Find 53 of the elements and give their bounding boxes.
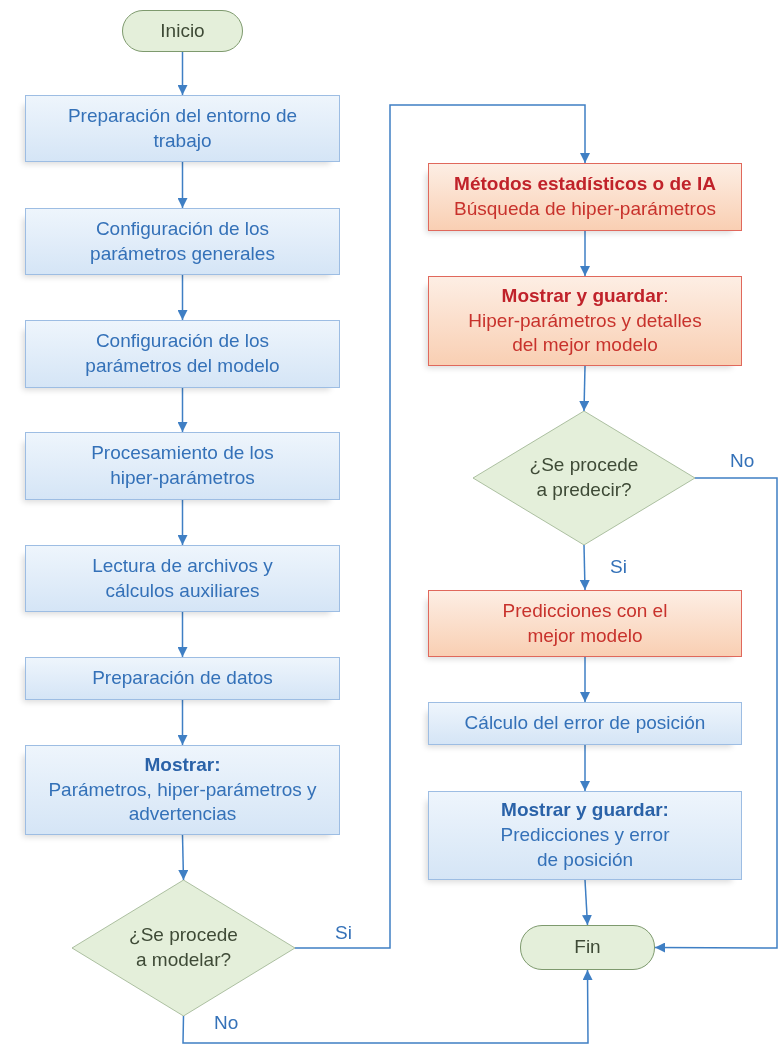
arrow [177,161,188,209]
arrow [177,387,188,433]
box-text: ¿Se procede a predecir? [528,453,640,502]
arrow [178,834,189,881]
arrow [580,230,590,277]
box-text: Lectura de archivos y cálculos auxiliares [91,553,274,603]
process-box [25,657,340,700]
box-text: Procesamiento de los hiper-parámetros [90,441,275,490]
box-text: Parámetros, hiper-parámetros y advertencias [47,777,318,827]
arrow [581,879,592,926]
box-heading: Métodos estadísticos o de IA [454,172,716,197]
arrow [580,656,590,703]
box-text: Preparación del entorno de trabajo [66,103,299,153]
arrow [579,544,590,591]
process-box [428,791,742,880]
box-text: ¿Se procede a modelar? [128,923,239,972]
process-box [428,590,742,657]
box-text: Preparación de datos [92,666,273,691]
arrow [182,969,593,1044]
arrow [177,699,188,746]
arrow [654,477,778,953]
arrow [294,104,590,949]
box-heading: Mostrar y guardar: [501,798,669,823]
arrow [580,744,590,792]
terminal-pill [122,10,243,52]
process-box [428,702,742,745]
box-text: Configuración de los parámetros generales [89,216,276,266]
box-text: Cálculo del error de posición [464,711,706,736]
process-box [428,163,742,231]
box-text: Configuración de los parámetros del modelo [84,329,281,378]
process-box [25,432,340,500]
terminal-pill [520,925,655,970]
box-text: Predicciones y error de posición [500,823,670,872]
decision-diamond [473,411,695,545]
arrow [579,365,590,412]
arrow [177,274,188,321]
box-text: Predicciones con el mejor modelo [501,598,669,648]
process-box [25,208,340,275]
process-box [428,276,742,366]
process-box [25,545,340,612]
process-box [25,320,340,388]
arrow [177,611,188,658]
box-text: Mostrar y guardar: [501,283,669,308]
box-text: Búsqueda de hiper-parámetros [454,197,716,221]
arrow [177,51,188,96]
decision-diamond [72,880,295,1016]
box-text: Hiper-parámetros y detalles del mejor modelo [467,308,703,358]
process-box [25,95,340,162]
process-box [25,745,340,835]
arrow [177,499,188,546]
box-text: Fin [574,935,601,960]
box-heading: Mostrar: [144,752,221,777]
box-text: Inicio [160,18,205,43]
